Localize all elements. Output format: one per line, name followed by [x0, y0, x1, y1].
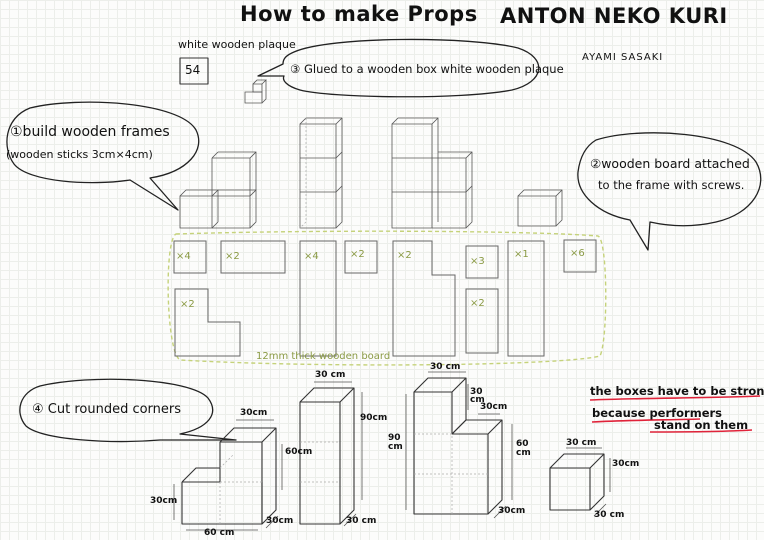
- board-area-outline: [167, 230, 607, 366]
- dim-box2-top: 30 cm: [315, 370, 346, 380]
- dim-box2-depth: 30 cm: [346, 516, 377, 526]
- mini-box-sketch: [244, 79, 267, 104]
- wire-frame-stair2: [179, 151, 257, 229]
- dim-box3-ledge: 30cm: [480, 402, 508, 412]
- board-count-8: ×6: [570, 248, 585, 259]
- wooden-boards: [173, 239, 597, 357]
- board-count-6: ×3: [470, 256, 485, 267]
- dim-box4-height: 30cm: [612, 459, 640, 469]
- title-right: ANTON NEKO KURI: [500, 4, 728, 28]
- board-count-10: ×2: [470, 298, 485, 309]
- title-left: How to make Props: [240, 2, 478, 26]
- speech-bubble-step3: [257, 38, 540, 98]
- plaque-box: [179, 57, 209, 85]
- step3-text: ③ Glued to a wooden box white wooden pla…: [290, 62, 564, 76]
- note-line-1: the boxes have to be strong,: [590, 384, 764, 398]
- board-count-9: ×2: [180, 299, 195, 310]
- dim-box1-depth: 30cm: [266, 516, 294, 526]
- board-count-2: ×2: [225, 251, 240, 262]
- solid-box-stair2: [181, 427, 277, 525]
- note-underline-2: [591, 418, 701, 423]
- dim-box3-top: 30 cm: [430, 362, 461, 372]
- note-line-3: stand on them: [654, 418, 749, 432]
- dimension-arrows: [173, 371, 611, 531]
- author-name: AYAMI SASAKI: [582, 52, 664, 63]
- dim-box1-left: 30cm: [150, 496, 178, 506]
- speech-bubble-step4: [19, 378, 237, 443]
- board-count-7: ×1: [514, 249, 529, 260]
- board-count-4: ×2: [350, 249, 365, 260]
- speech-bubble-step1: [6, 101, 200, 211]
- dim-box3-height: 90 cm: [388, 433, 403, 452]
- note-underline-1: [589, 395, 761, 401]
- dim-box3-depth: 30cm: [498, 506, 526, 516]
- plaque-number: 54: [185, 63, 201, 77]
- step1-line2: (wooden sticks 3cm×4cm): [6, 148, 153, 161]
- dim-box3-step: 30 cm: [470, 387, 485, 405]
- step2-line2: to the frame with screws.: [598, 178, 745, 192]
- speech-bubble-step2: [577, 132, 762, 251]
- wire-frame-single: [517, 189, 563, 227]
- board-count-3: ×4: [304, 251, 319, 262]
- solid-box-stair3: [413, 377, 503, 515]
- wire-frame-stair3: [391, 117, 473, 229]
- board-count-1: ×4: [176, 251, 191, 262]
- step4-text: ④ Cut rounded corners: [32, 402, 182, 417]
- dim-box1-bottom: 60 cm: [204, 528, 235, 538]
- board-area-label: 12mm thick wooden board: [256, 351, 391, 362]
- dim-box1-height: 60cm: [285, 447, 313, 457]
- dim-box1-top: 30cm: [240, 408, 268, 418]
- dim-box2-height: 90cm: [360, 413, 388, 423]
- note-underlines: [589, 395, 761, 433]
- step1-line1: ①build wooden frames: [10, 124, 170, 140]
- note-line-2: because performers: [592, 406, 723, 420]
- board-count-5: ×2: [397, 250, 412, 261]
- dim-box4-depth: 30 cm: [594, 510, 625, 520]
- solid-box-single: [549, 453, 605, 511]
- wire-frame-tower3: [299, 117, 343, 229]
- step2-line1: ②wooden board attached: [590, 156, 750, 171]
- plaque-label: white wooden plaque: [178, 38, 296, 51]
- solid-box-tower3: [299, 387, 355, 525]
- note-underline-3: [649, 429, 753, 433]
- dim-box4-top: 30 cm: [566, 438, 597, 448]
- dim-box3-lower-height: 60 cm: [516, 439, 531, 458]
